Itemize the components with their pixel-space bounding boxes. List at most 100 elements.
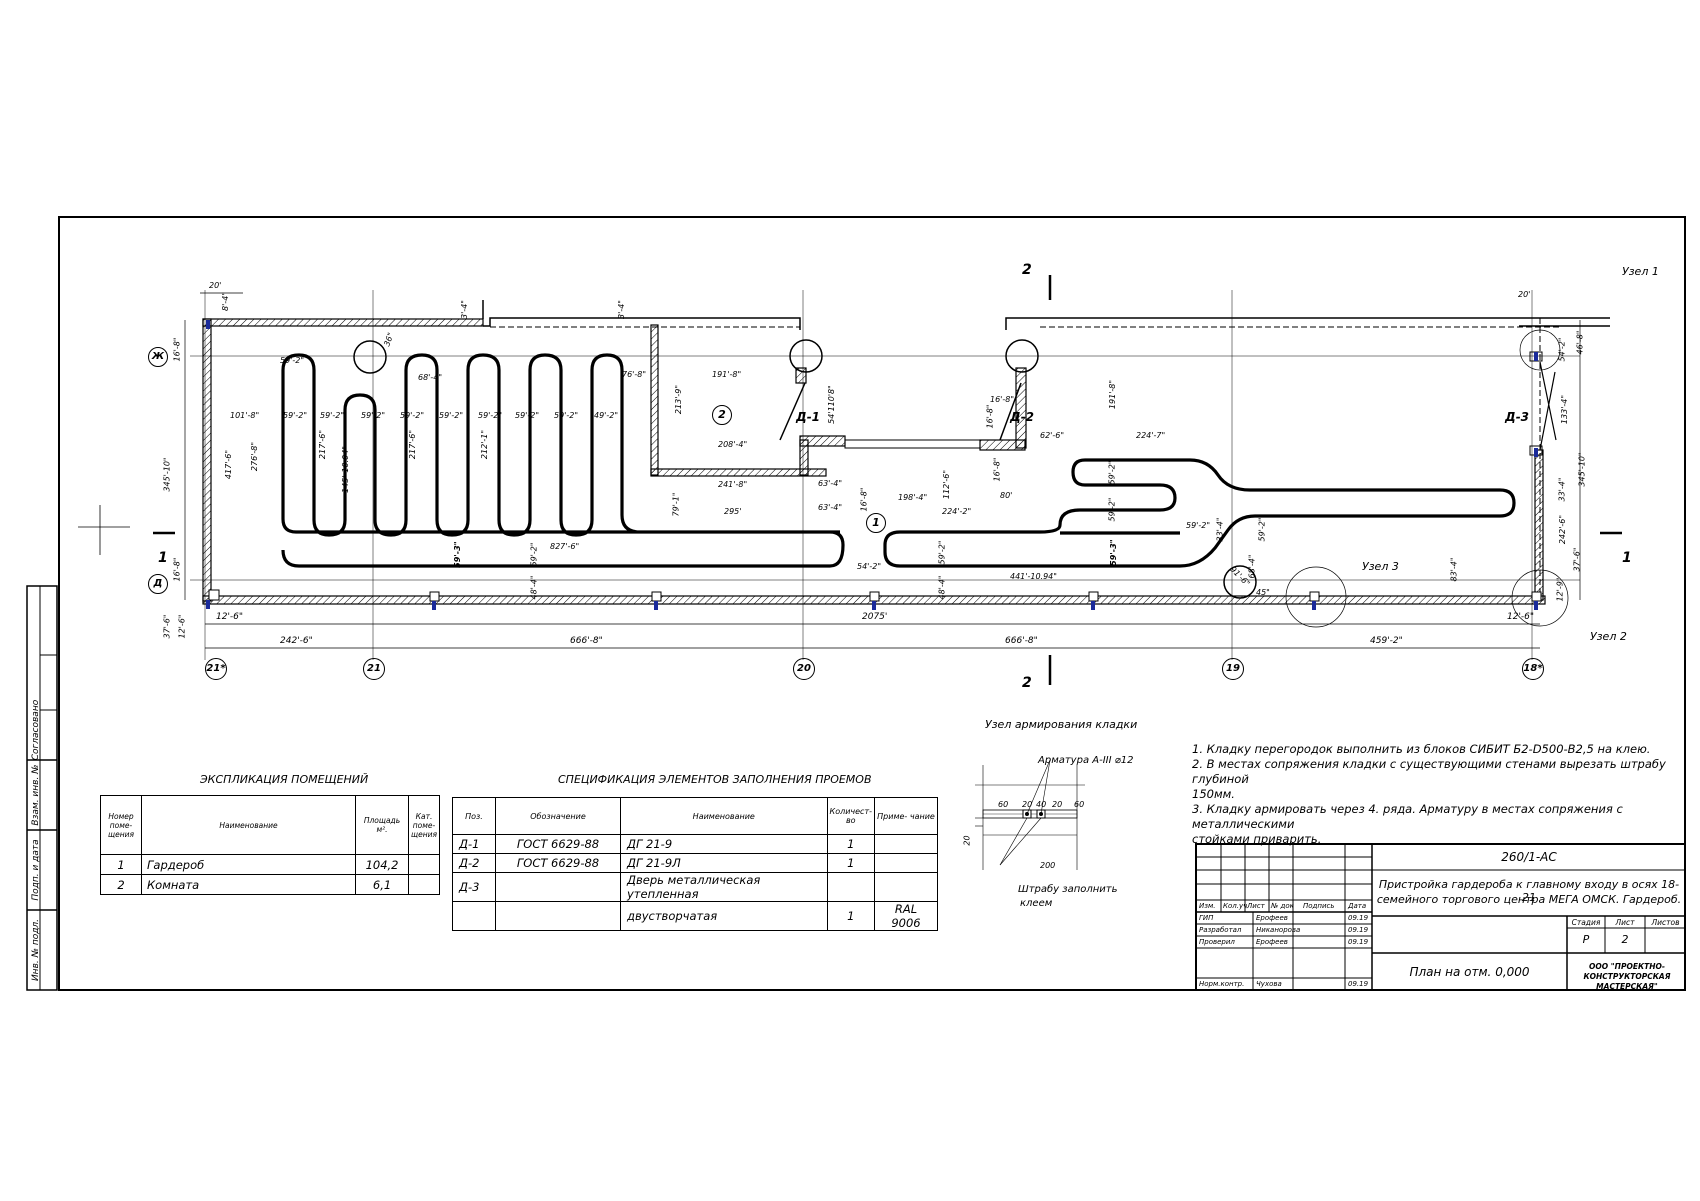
- tb-col-date: Дата: [1348, 902, 1367, 910]
- dim-rloop-6: 59'-2": [1186, 521, 1211, 530]
- dim-loop-18: 59'-2": [515, 411, 540, 420]
- dim-loop-15: 217'-6": [408, 429, 418, 460]
- heating-loop-left: [281, 353, 845, 568]
- dim-overall-5: 459'-2": [1370, 636, 1403, 646]
- side-stamp-grid: [26, 585, 58, 991]
- spec-cell: [874, 834, 938, 854]
- dim-overall-2: 666'-8": [570, 636, 603, 646]
- tb-role-1: Разработал: [1199, 926, 1242, 934]
- dim-right-7: 242'-6": [1558, 514, 1568, 545]
- title-block: 260/1-АС Пристройка гардероба к главному…: [1195, 843, 1686, 991]
- dim-loop-13: 217'-6": [318, 429, 328, 460]
- dim-left-1: 16'-8": [172, 337, 182, 362]
- note-3: 3. Кладку армировать через 4. ряда. Арма…: [1192, 802, 1623, 831]
- dim-room2-4: 241'-8": [718, 480, 748, 489]
- detail-rebar-label: Арматура А-III ⌀12: [1038, 755, 1134, 766]
- dim-rloop-1: 62'-6": [1040, 431, 1065, 440]
- dim-rloop-10: 68'-4": [1247, 554, 1257, 579]
- spec-cell: 1: [826, 853, 876, 873]
- general-notes: 1. Кладку перегородок выполнить из блоко…: [1192, 742, 1682, 847]
- spec-cell: [495, 901, 621, 931]
- dim-right-9: 12'-9": [1555, 577, 1565, 602]
- explication-title: ЭКСПЛИКАЦИЯ ПОМЕЩЕНИЙ: [200, 773, 369, 786]
- note-3b: стойками приварить.: [1192, 832, 1322, 846]
- dim-loop-2: 59'-2": [283, 411, 308, 420]
- spec-cell: [826, 872, 876, 902]
- tb-stage-label: Стадия: [1571, 918, 1601, 927]
- explication-cell: 2: [100, 874, 142, 895]
- axis-col-21s: 21*: [205, 658, 227, 680]
- axis-row-d: Д: [148, 574, 168, 594]
- dim-loop-4: 59'-2": [361, 411, 386, 420]
- tb-col-koluch: Кол.уч: [1223, 902, 1248, 910]
- dim-bottom-4: 59'-3": [452, 541, 462, 568]
- tb-name-2: Ерофеев: [1256, 938, 1288, 946]
- dim-loop-11: 417'-6": [224, 449, 234, 480]
- axis-col-18s: 18*: [1522, 658, 1544, 680]
- table-row: 2 Комната 6,1: [100, 874, 440, 895]
- axis-row-zh: Ж: [148, 347, 168, 367]
- node-circles: [1285, 329, 1569, 628]
- dim-right-6: 33'-4": [1557, 477, 1567, 502]
- dim-rloop-12: 83'-4": [1449, 557, 1459, 582]
- node-label-3: Узел 3: [1362, 560, 1399, 573]
- node-label-1: Узел 1: [1622, 265, 1659, 278]
- detail-note-2: клеем: [1020, 898, 1053, 909]
- dim-bottom-11: 224'-2": [942, 507, 972, 516]
- dim-bottom-3: 79'-1": [671, 492, 681, 517]
- spec-header-note: Приме- чание: [874, 797, 938, 835]
- dim-bottom-1: 295': [724, 507, 742, 516]
- explication-header-cat: Кат. поме- щения: [408, 795, 440, 855]
- tb-date-4: 09.19: [1348, 980, 1369, 988]
- detail-dim-5: 60: [1074, 800, 1085, 809]
- detail-title: Узел армирования кладки: [985, 718, 1138, 731]
- dim-right-3: 46'-8": [1575, 330, 1585, 355]
- spec-cell: 1: [826, 901, 876, 931]
- dim-loop-17: 68'-4": [418, 373, 443, 382]
- tb-sheet-label: Лист: [1615, 918, 1635, 927]
- explication-header-area: Площадь м².: [355, 795, 410, 855]
- tb-sheets-label: Листов: [1651, 918, 1680, 927]
- section-mark-left: 1: [158, 550, 168, 566]
- room-number-1: 1: [866, 513, 886, 533]
- spec-cell: Д-2: [452, 853, 496, 873]
- explication-table: Номер поме- щения Наименование Площадь м…: [100, 795, 440, 895]
- dimension-lines: [184, 292, 1581, 649]
- dim-rloop-3: 191'-8": [1108, 379, 1118, 410]
- axis-col-19: 19: [1222, 658, 1244, 680]
- tb-sheet: 2: [1621, 933, 1629, 946]
- dim-left-4: 37'-6": [162, 614, 172, 639]
- detail-dim-4: 20: [1052, 800, 1063, 809]
- dim-rloop-8: 441'-10.94": [1010, 572, 1057, 581]
- dim-rloop-2: 224'-7": [1136, 431, 1166, 440]
- axis-col-20: 20: [793, 658, 815, 680]
- title-block-grid: [1197, 845, 1686, 991]
- dim-overall-4: 666'-8": [1005, 636, 1038, 646]
- dim-loop-5: 59'-2": [400, 411, 425, 420]
- explication-cell: 104,2: [355, 854, 410, 875]
- dim-right-8: 37'-6": [1572, 547, 1582, 572]
- dim-loop-8: 59'-2": [554, 411, 579, 420]
- dim-overall-7: 12'-6": [1507, 612, 1535, 622]
- dim-bottom-19: 48'-4": [937, 575, 947, 600]
- posts: [206, 320, 1542, 610]
- dim-bottom-9: 16'-8": [859, 487, 869, 512]
- detail-drawing: [975, 760, 1085, 870]
- dim-loop-12: 276'-8": [250, 441, 260, 472]
- detail-dim-1: 60: [998, 800, 1009, 809]
- floor-plan: [153, 275, 1622, 685]
- dim-right-5: 345'-10": [1577, 452, 1587, 487]
- detail-dim-7: 20: [962, 835, 972, 846]
- table-row: Д-2 ГОСТ 6629-88 ДГ 21-9Л 1: [452, 853, 938, 873]
- explication-cell: Комната: [140, 874, 357, 895]
- opening-d2: Д-2: [1010, 410, 1035, 424]
- dim-bottom-18: 59'-2": [937, 540, 947, 565]
- tb-col-izm: Изм.: [1199, 902, 1216, 910]
- spec-cell: ГОСТ 6629-88: [495, 834, 621, 854]
- dim-bottom-7: 63'-4": [818, 479, 843, 488]
- dim-left-3: 16'-8": [172, 557, 182, 582]
- section-cut-lines: [153, 275, 1622, 685]
- dim-room2-5: 76'-8": [622, 370, 647, 379]
- dim-bottom-17: 54'-2": [857, 562, 882, 571]
- side-stamp-replace: Взам. инв. №: [31, 764, 41, 826]
